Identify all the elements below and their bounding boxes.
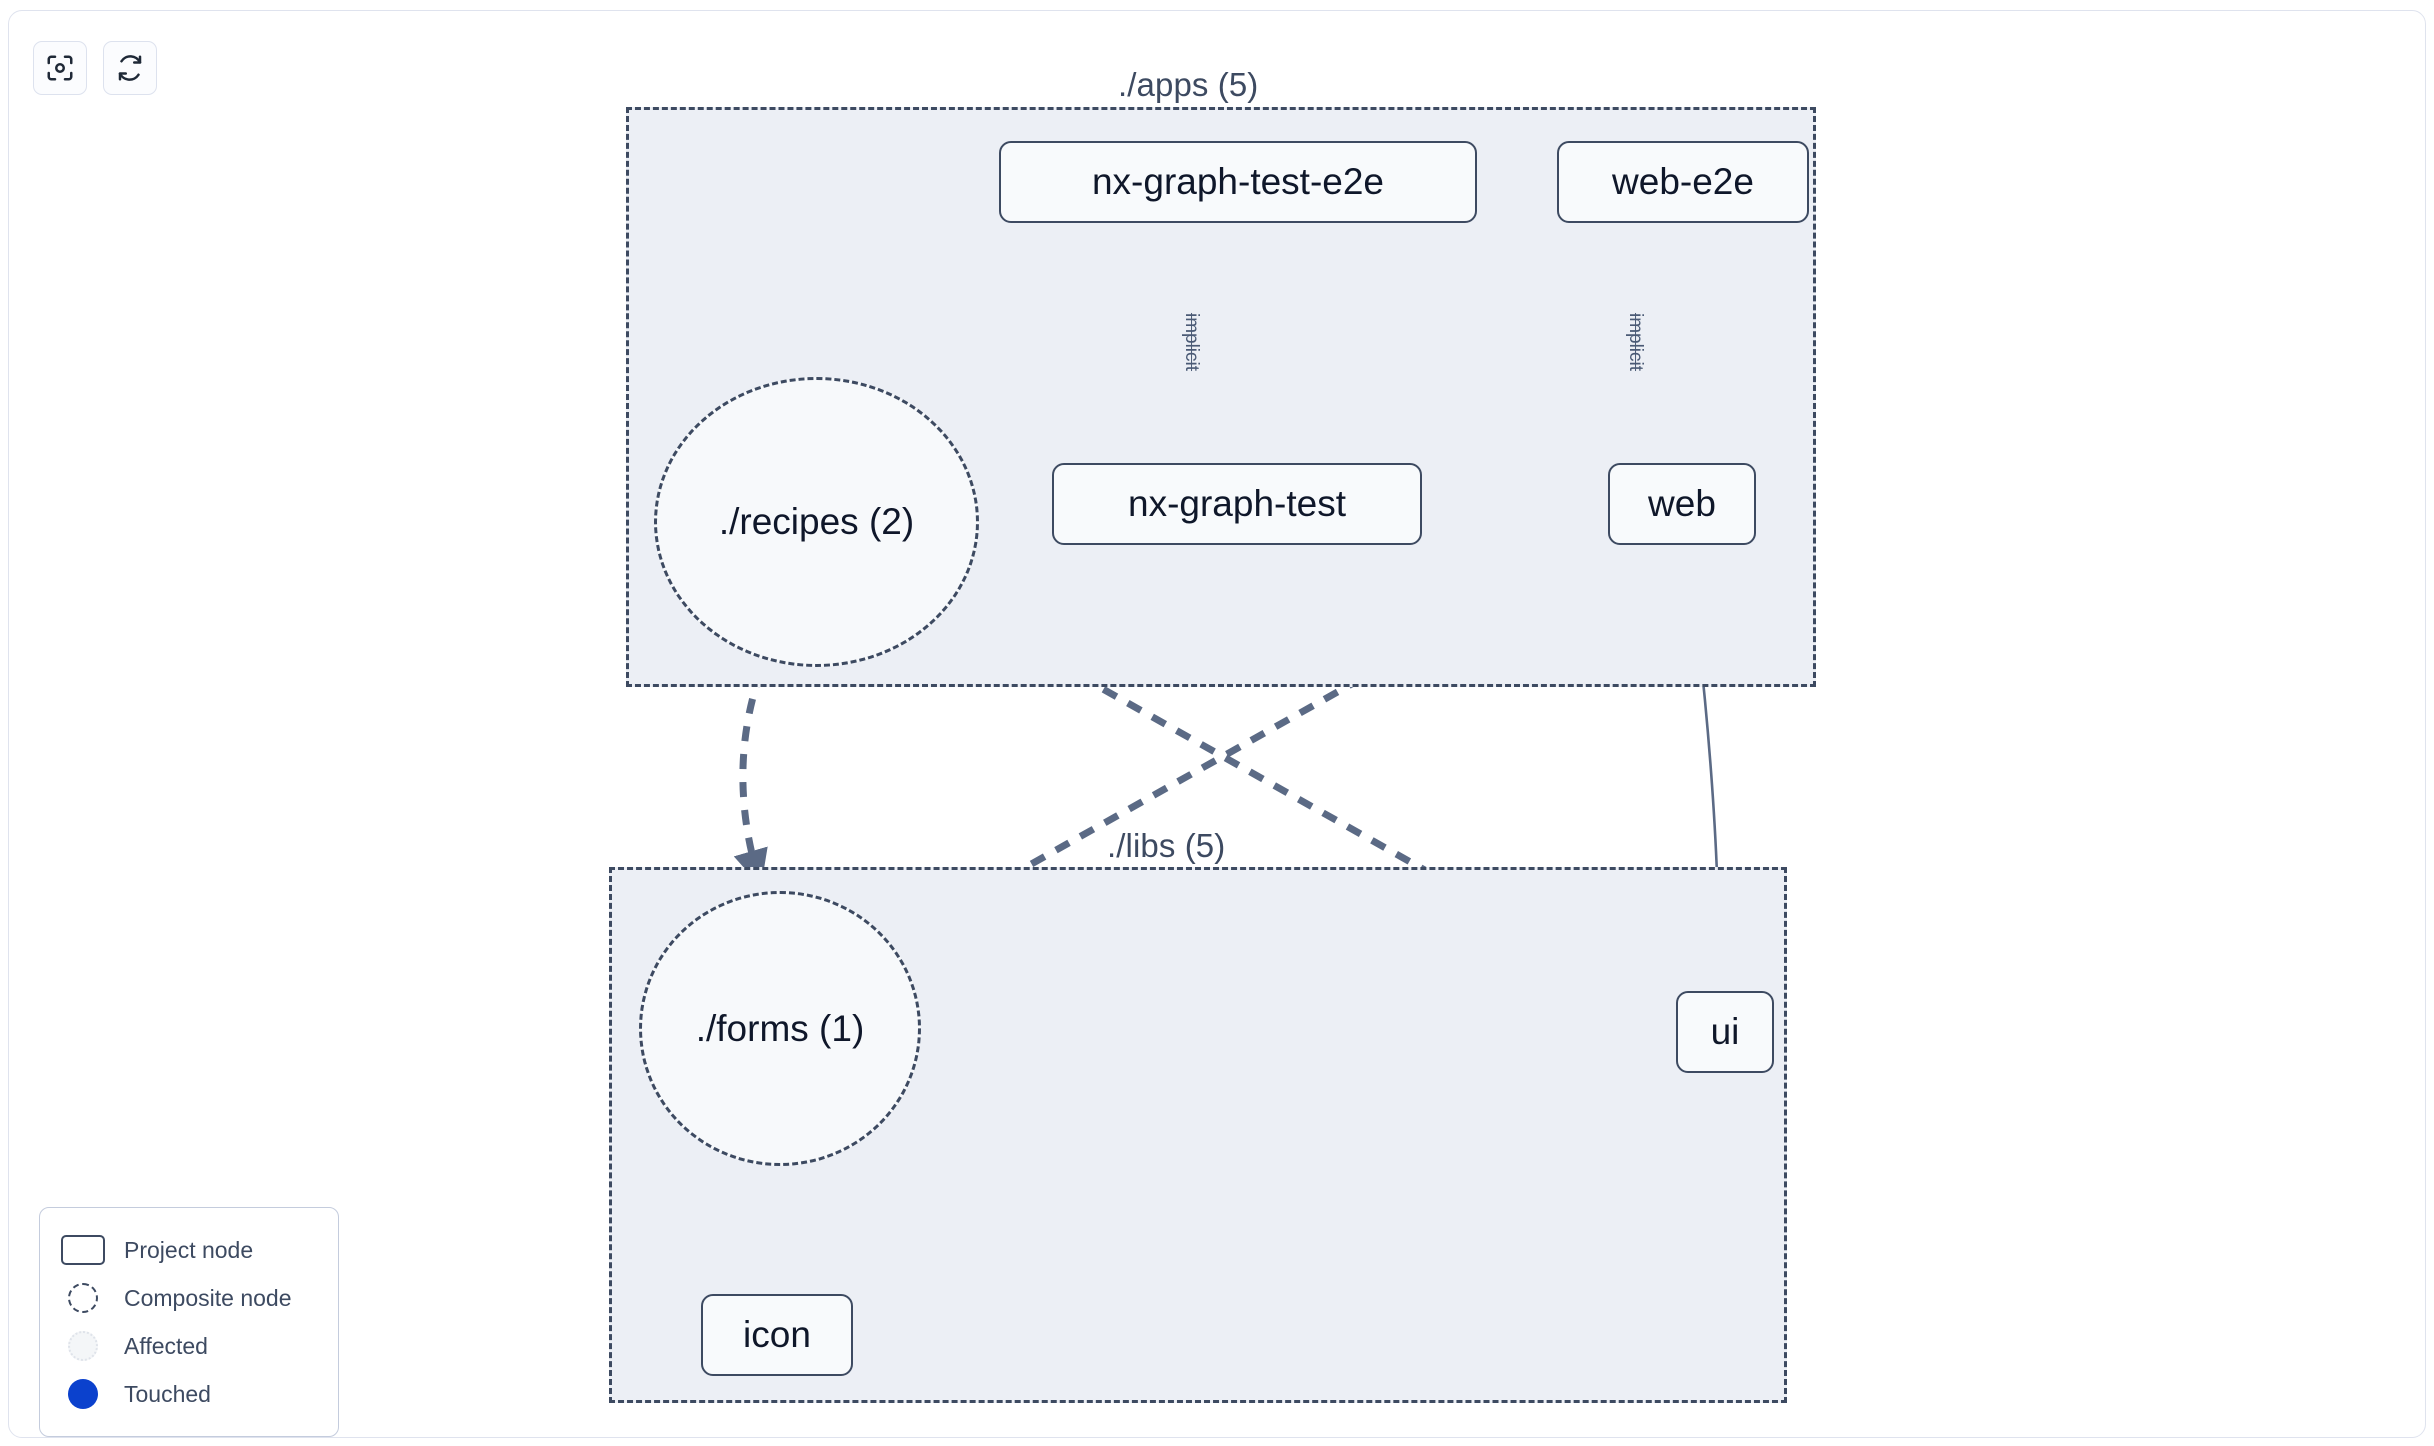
touched-swatch-icon [60,1377,106,1411]
legend-item-project: Project node [60,1226,318,1274]
project-node-ui[interactable]: ui [1676,991,1774,1073]
project-node-web-e2e[interactable]: web-e2e [1557,141,1809,223]
legend-item-composite: Composite node [60,1274,318,1322]
viewfinder-icon [45,53,75,83]
affected-swatch-icon [60,1329,106,1363]
group-label-libs: ./libs (5) [1107,827,1226,864]
project-node-nx-graph-test[interactable]: nx-graph-test [1052,463,1422,545]
group-label-apps: ./apps (5) [1118,66,1259,103]
composite-node-recipes-label: ./recipes (2) [718,501,915,542]
project-node-web-e2e-label: web-e2e [1612,161,1754,202]
legend-item-affected: Affected [60,1322,318,1370]
composite-node-recipes[interactable]: ./recipes (2) [654,377,979,667]
refresh-graph-button[interactable] [103,41,157,95]
composite-node-forms[interactable]: ./forms (1) [639,891,921,1166]
project-node-web-label: web [1648,483,1716,524]
legend-label-composite: Composite node [124,1284,292,1311]
graph-app-card: ./apps (5) ./libs (5) [8,10,2426,1438]
refresh-icon [115,53,145,83]
focus-graph-button[interactable] [33,41,87,95]
project-node-ui-label: ui [1710,1011,1740,1052]
legend-label-touched: Touched [124,1380,211,1407]
graph-canvas[interactable]: ./apps (5) ./libs (5) [9,11,2425,1437]
project-node-nx-graph-test-label: nx-graph-test [1128,483,1346,524]
project-node-nx-graph-test-e2e[interactable]: nx-graph-test-e2e [999,141,1477,223]
project-node-icon[interactable]: icon [701,1294,853,1376]
legend-item-touched: Touched [60,1370,318,1418]
composite-node-forms-label: ./forms (1) [695,1007,865,1049]
project-node-nx-graph-test-e2e-label: nx-graph-test-e2e [1091,161,1385,202]
graph-legend: Project node Composite node Affected Tou… [39,1207,339,1437]
project-node-icon-label: icon [743,1314,811,1355]
project-node-swatch-icon [60,1233,106,1267]
graph-toolbar [33,41,157,95]
legend-label-project: Project node [124,1236,254,1263]
project-node-web[interactable]: web [1608,463,1756,545]
composite-node-swatch-icon [60,1281,106,1315]
edge-label-implicit-nx-graph-test: implicit [1181,312,1203,372]
edge-label-implicit-web: implicit [1625,312,1647,372]
legend-label-affected: Affected [124,1332,208,1359]
